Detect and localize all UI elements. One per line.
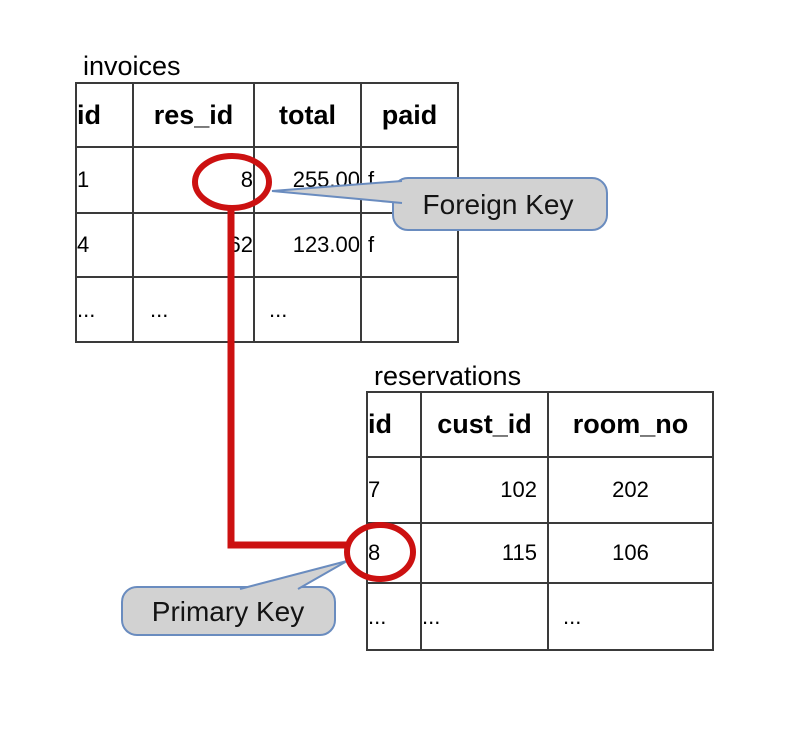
reservations-header-room-no: room_no bbox=[547, 391, 714, 458]
invoices-cell-paid bbox=[360, 276, 459, 343]
invoices-header-id: id bbox=[75, 82, 134, 148]
invoices-cell-res-id: 62 bbox=[132, 212, 255, 278]
invoices-cell-id: 4 bbox=[75, 212, 134, 278]
primary-key-label: Primary Key bbox=[152, 596, 304, 627]
reservations-table-title: reservations bbox=[374, 361, 522, 391]
invoices-row-3: ... ... ... bbox=[75, 276, 459, 343]
reservations-row-1: 7 102 202 bbox=[366, 456, 714, 524]
invoices-cell-total: 123.00 bbox=[253, 212, 362, 278]
reservations-cell-room-no: 202 bbox=[547, 456, 714, 524]
reservations-cell-cust-id: 115 bbox=[420, 522, 549, 584]
reservations-cell-id: 8 bbox=[366, 522, 422, 584]
reservations-cell-cust-id: 102 bbox=[420, 456, 549, 524]
invoices-cell-total: 255.00 bbox=[253, 146, 362, 214]
invoices-header-row: id res_id total paid bbox=[75, 82, 459, 148]
reservations-cell-id: 7 bbox=[366, 456, 422, 524]
reservations-cell-cust-id: ... bbox=[420, 582, 549, 651]
invoices-table: id res_id total paid 1 8 255.00 f 4 62 1… bbox=[75, 82, 459, 343]
invoices-cell-res-id: 8 bbox=[132, 146, 255, 214]
reservations-cell-room-no: ... bbox=[547, 582, 714, 651]
invoices-row-2: 4 62 123.00 f bbox=[75, 212, 459, 278]
invoices-header-paid: paid bbox=[360, 82, 459, 148]
invoices-header-total: total bbox=[253, 82, 362, 148]
reservations-cell-room-no: 106 bbox=[547, 522, 714, 584]
invoices-cell-paid: f bbox=[360, 146, 459, 214]
primary-key-callout-tail bbox=[239, 560, 348, 590]
reservations-header-cust-id: cust_id bbox=[420, 391, 549, 458]
invoices-table-title: invoices bbox=[83, 51, 181, 81]
reservations-cell-id: ... bbox=[366, 582, 422, 651]
invoices-cell-id: ... bbox=[75, 276, 134, 343]
invoices-cell-total: ... bbox=[253, 276, 362, 343]
invoices-cell-id: 1 bbox=[75, 146, 134, 214]
invoices-row-1: 1 8 255.00 f bbox=[75, 146, 459, 214]
reservations-table: id cust_id room_no 7 102 202 8 115 106 .… bbox=[366, 391, 714, 651]
reservations-row-2: 8 115 106 bbox=[366, 522, 714, 584]
reservations-header-id: id bbox=[366, 391, 422, 458]
invoices-cell-paid: f bbox=[360, 212, 459, 278]
primary-key-callout-bubble bbox=[121, 586, 336, 636]
reservations-header-row: id cust_id room_no bbox=[366, 391, 714, 458]
invoices-cell-res-id: ... bbox=[132, 276, 255, 343]
invoices-header-res-id: res_id bbox=[132, 82, 255, 148]
reservations-row-3: ... ... ... bbox=[366, 582, 714, 651]
